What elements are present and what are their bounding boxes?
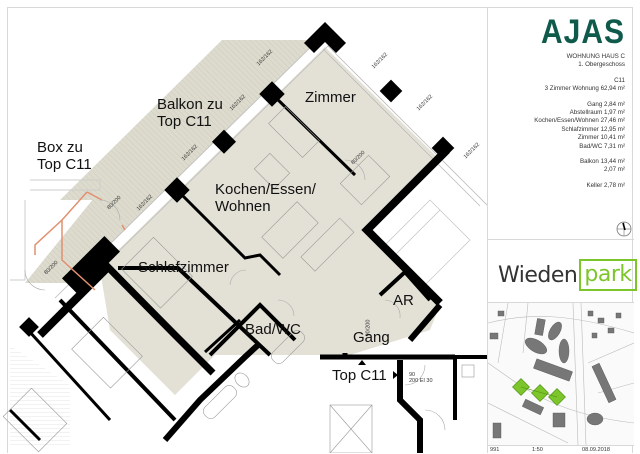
divider [488,239,634,240]
wiedenpark-brand: Wieden park [498,257,637,293]
apartment-info: WOHNUNG HAUS C 1. Obergeschoss C11 3 Zim… [534,53,625,190]
area-row: Bad/WC 7,31 m² [579,142,625,150]
room-label-zimmer: Zimmer [305,89,356,106]
building-name: WOHNUNG HAUS C [566,53,625,60]
area-row: Abstellraum 1,97 m² [569,109,625,117]
area-row: Kochen/Essen/Wohnen 27,46 m² [534,117,625,125]
plan-scale: 1:50 [532,447,543,453]
entry-door-dim: 90 200 EI 30 [409,372,433,384]
title-block: AJAS WOHNUNG HAUS C 1. Obergeschoss C11 … [487,7,637,454]
room-label-bad-wc: Bad/WC [245,321,301,338]
plan-number: 991 [490,447,500,453]
outdoor-row: Balkon 13,44 m² [579,158,625,166]
room-label-ar: AR [393,292,414,309]
brand-wieden: Wieden [498,262,578,288]
floor-name: 1. Obergeschoss [578,61,625,69]
furniture [2,106,475,453]
plan-footer: 991 1:50 08.09.2018 [488,445,634,454]
room-label-kochen-essen-wohnen: Kochen/Essen/ Wohnen [215,181,316,215]
entry-arrow-right-icon [393,371,398,379]
area-row: Zimmer 10,41 m² [577,134,625,142]
outdoor-row: 2,07 m² [604,166,625,174]
plan-date: 08.09.2018 [582,447,610,453]
north-compass-icon [616,221,632,237]
apartment-size: 3 Zimmer Wohnung 62,94 m² [544,85,625,93]
room-label-balkon: Balkon zu Top C11 [157,96,223,130]
brand-park: park [579,259,637,291]
site-map [488,303,634,445]
area-row: Gang 2,84 m² [587,100,625,108]
unit-id: C11 [614,76,625,84]
plan-sheet [7,7,633,453]
site-highlight [512,378,566,406]
floor-plan-drawing [2,22,488,453]
area-row: Schlafzimmer 12,95 m² [561,125,625,133]
divider [488,302,634,303]
room-label-gang: Gang [353,329,390,346]
room-label-schlafzimmer: Schlafzimmer [138,259,229,276]
entry-label-top-c11: Top C11 [332,367,387,384]
room-label-box: Box zu Top C11 [37,139,92,173]
ajas-logo: AJAS [540,13,625,51]
door-swings [24,159,446,431]
storage-box-outline [34,191,126,291]
entry-arrow-up-icon [358,360,366,365]
balcony-area [25,40,325,283]
storage-row: Keller 2,78 m² [586,181,625,189]
site-map-drawing [488,303,634,445]
walls [8,92,488,453]
